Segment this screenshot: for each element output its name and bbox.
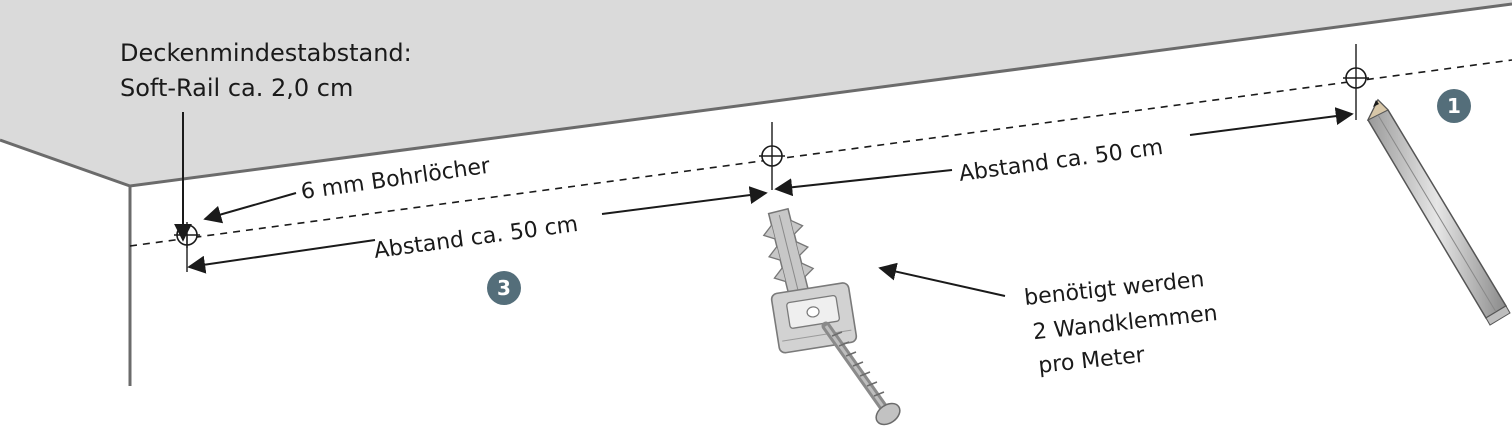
drill-holes-arrow [203, 192, 297, 224]
clips-note-arrow [878, 262, 1006, 297]
ceiling-note-line1: Deckenmindestabstand: [120, 39, 412, 67]
mounting-dashed-line [129, 59, 1512, 247]
drill-hole-middle [759, 122, 785, 190]
spacing-right-label: Abstand ca. 50 cm [957, 135, 1164, 187]
spacing-right-dimension [774, 107, 1354, 197]
clips-note-line2: 2 Wandklemmen [1032, 301, 1219, 345]
svg-text:1: 1 [1447, 94, 1461, 118]
wall-clip-icon [770, 282, 858, 354]
step-badge-3: 3 [487, 271, 521, 305]
spacing-left-dimension [187, 186, 768, 274]
drill-hole-right [1343, 44, 1369, 120]
spacing-left-label: Abstand ca. 50 cm [372, 212, 579, 264]
svg-text:3: 3 [497, 276, 511, 300]
clips-note: benötigt werden 2 Wandklemmen pro Meter [1023, 267, 1219, 379]
ceiling [0, 0, 1512, 186]
ceiling-note-line2: Soft-Rail ca. 2,0 cm [120, 74, 353, 102]
pencil-icon [1366, 98, 1511, 326]
screw-icon [821, 321, 901, 426]
clips-note-line3: pro Meter [1037, 343, 1147, 379]
step-badge-1: 1 [1437, 89, 1471, 123]
